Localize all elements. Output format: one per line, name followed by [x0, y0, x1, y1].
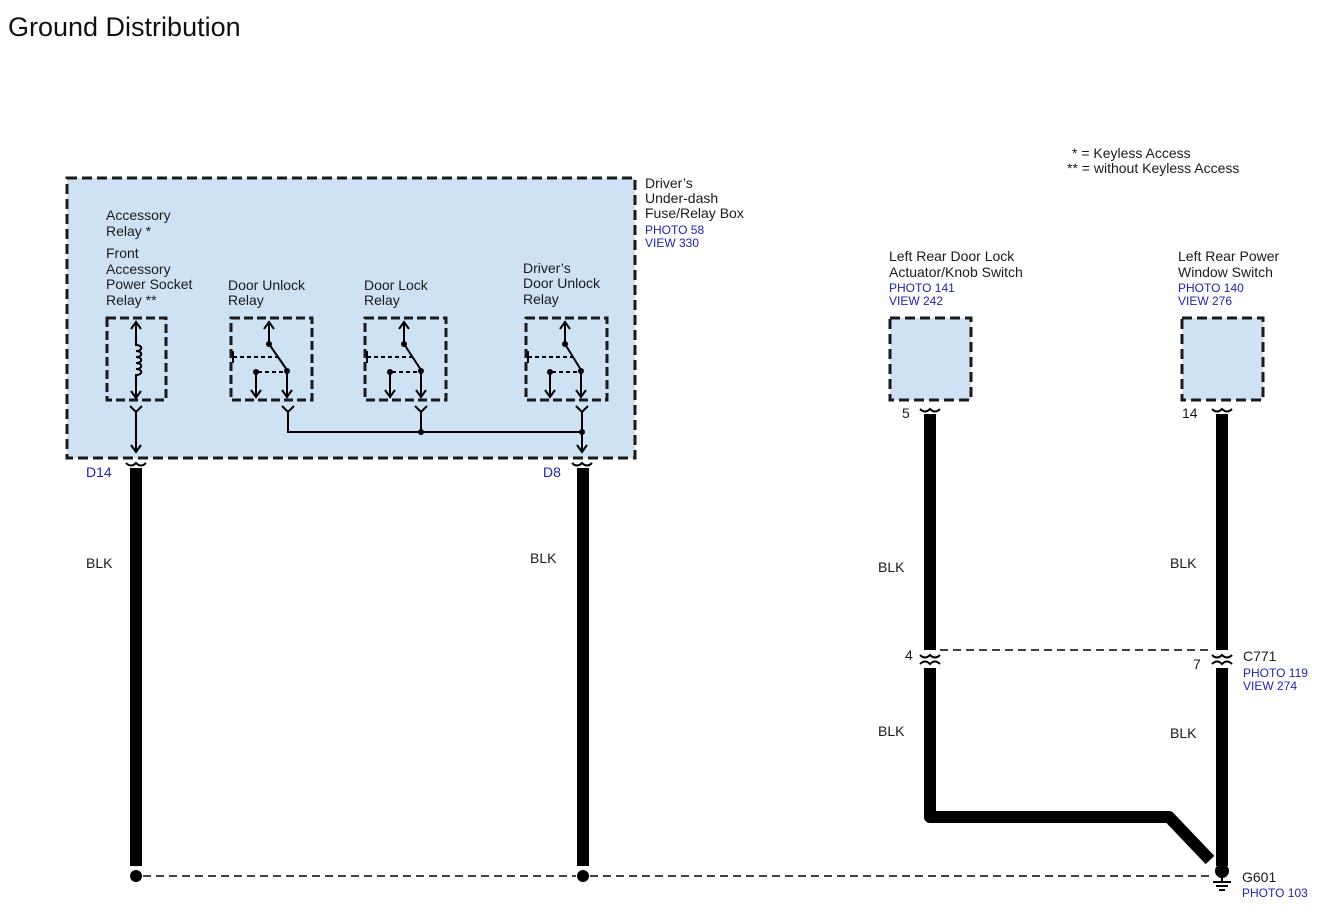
junction-dot: [418, 429, 424, 435]
drivers-door-unlock-relay-label: Driver’s Door Unlock Relay: [523, 260, 601, 307]
accessory-relay-outline: [105, 316, 168, 402]
wire-actuator-upper-color: BLK: [878, 559, 905, 575]
ground-splice-dot: [1215, 864, 1229, 878]
connector-mark: [919, 653, 941, 659]
arrow-up-icon: [559, 320, 571, 344]
accessory-relay[interactable]: [105, 316, 168, 402]
c771-photo-link[interactable]: PHOTO 119: [1243, 666, 1308, 680]
fuse-box-label-line-1: Driver’s: [645, 175, 693, 191]
door-lock-actuator-label: Left Rear Door Lock Actuator/Knob Switch…: [889, 248, 1023, 308]
accessory-relay-label-2: Relay *: [106, 223, 152, 239]
c771-view-link[interactable]: VIEW 274: [1243, 679, 1297, 693]
drivers-door-unlock-relay-outline: [524, 316, 609, 402]
connector-mark: [125, 461, 147, 467]
drivers-door-unlock-relay-label-1: Driver’s: [523, 260, 571, 276]
fuse-relay-box-label: Driver’s Under-dash Fuse/Relay Box PHOTO…: [645, 175, 744, 250]
accessory-relay-label-6: Relay **: [106, 292, 157, 308]
wire-d14-color: BLK: [86, 555, 113, 571]
door-lock-actuator-box[interactable]: [888, 316, 973, 402]
wire-d8[interactable]: [571, 461, 593, 882]
power-window-switch-photo-link[interactable]: PHOTO 140: [1178, 281, 1244, 295]
wire-actuator[interactable]: [919, 407, 1215, 865]
accessory-relay-label-1: Accessory: [106, 207, 171, 223]
power-window-switch-view-link[interactable]: VIEW 276: [1178, 294, 1232, 308]
door-lock-actuator-label-2: Actuator/Knob Switch: [889, 264, 1023, 280]
coil-icon: [130, 333, 143, 400]
power-window-switch-pin: 14: [1182, 405, 1198, 421]
door-lock-relay-label-2: Relay: [364, 292, 400, 308]
accessory-relay-label-5: Power Socket: [106, 276, 192, 292]
door-lock-actuator-pin: 5: [902, 405, 910, 421]
door-lock-relay[interactable]: [363, 316, 448, 402]
drivers-door-unlock-relay-label-3: Relay: [523, 291, 559, 307]
fuse-box-label-line-3: Fuse/Relay Box: [645, 205, 744, 221]
connector-mark: [571, 461, 593, 467]
door-lock-relay-label: Door Lock Relay: [364, 277, 429, 308]
fuse-box-view-link[interactable]: VIEW 330: [645, 236, 699, 250]
door-lock-relay-outline: [363, 316, 448, 402]
door-unlock-relay-label-2: Relay: [228, 292, 264, 308]
junction-dot: [579, 429, 585, 435]
accessory-relay-label-3: Front: [106, 245, 139, 261]
drivers-door-unlock-relay[interactable]: [524, 316, 609, 402]
wire-window[interactable]: [1211, 407, 1233, 866]
legend-without-keyless: ** = without Keyless Access: [1067, 160, 1239, 176]
c771-connector-label: C771 PHOTO 119 VIEW 274: [1243, 648, 1308, 693]
wire-window-upper-color: BLK: [1170, 555, 1197, 571]
c771-pin-4: 4: [905, 647, 913, 663]
fuse-box-label-line-2: Under-dash: [645, 190, 718, 206]
ground-photo-link[interactable]: PHOTO 103: [1242, 886, 1308, 900]
splice-dot: [130, 870, 142, 882]
page-title: Ground Distribution: [8, 12, 241, 42]
door-unlock-relay-label-1: Door Unlock: [228, 277, 306, 293]
power-window-switch-box[interactable]: [1180, 316, 1265, 402]
wire-actuator-lower-color: BLK: [878, 723, 905, 739]
fuse-box-photo-link[interactable]: PHOTO 58: [645, 223, 704, 237]
power-window-switch-label: Left Rear Power Window Switch PHOTO 140 …: [1178, 248, 1279, 308]
splice-dot: [577, 870, 589, 882]
c771-name: C771: [1243, 648, 1277, 664]
wire-window-lower-color: BLK: [1170, 725, 1197, 741]
accessory-relay-output: [129, 405, 143, 454]
connector-mark: [1211, 660, 1233, 666]
power-window-switch-label-2: Window Switch: [1178, 264, 1273, 280]
wire-d8-color: BLK: [530, 550, 557, 566]
accessory-relay-label: Accessory Relay * Front Accessory Power …: [106, 207, 192, 308]
ground-name: G601: [1242, 869, 1276, 885]
connector-mark: [1211, 653, 1233, 659]
door-lock-actuator-view-link[interactable]: VIEW 242: [889, 294, 943, 308]
connector-mark: [1211, 407, 1233, 413]
internal-wiring: [129, 405, 589, 454]
power-window-switch-label-1: Left Rear Power: [1178, 248, 1279, 264]
arrow-down-icon: [384, 371, 427, 399]
bus-line: [281, 405, 582, 433]
door-unlock-relay[interactable]: [229, 316, 314, 402]
pin-d8-label[interactable]: D8: [543, 464, 561, 480]
door-lock-actuator-label-1: Left Rear Door Lock: [889, 248, 1015, 264]
switch-blade-icon: [403, 343, 422, 371]
c771-pin-7: 7: [1193, 656, 1201, 672]
door-lock-actuator-photo-link[interactable]: PHOTO 141: [889, 281, 955, 295]
arrow-up-icon: [130, 320, 142, 333]
connector-mark: [919, 660, 941, 666]
door-unlock-relay-outline: [229, 316, 314, 402]
arrow-down-icon: [250, 371, 293, 399]
pin-d14-label[interactable]: D14: [86, 464, 112, 480]
wire-actuator-lower: [924, 668, 1215, 865]
accessory-relay-label-4: Accessory: [106, 261, 171, 277]
arrow-down-icon: [544, 371, 587, 399]
wire-d14[interactable]: [125, 461, 147, 882]
legend-keyless: * = Keyless Access: [1072, 145, 1191, 161]
door-lock-relay-label-1: Door Lock: [364, 277, 429, 293]
drivers-door-unlock-relay-label-2: Door Unlock: [523, 275, 601, 291]
connector-mark: [919, 407, 941, 413]
arrow-up-icon: [263, 320, 275, 344]
door-lock-drop: [414, 405, 428, 432]
door-unlock-relay-label: Door Unlock Relay: [228, 277, 306, 308]
arrow-up-icon: [398, 320, 410, 344]
ground-g601[interactable]: [1213, 864, 1231, 891]
